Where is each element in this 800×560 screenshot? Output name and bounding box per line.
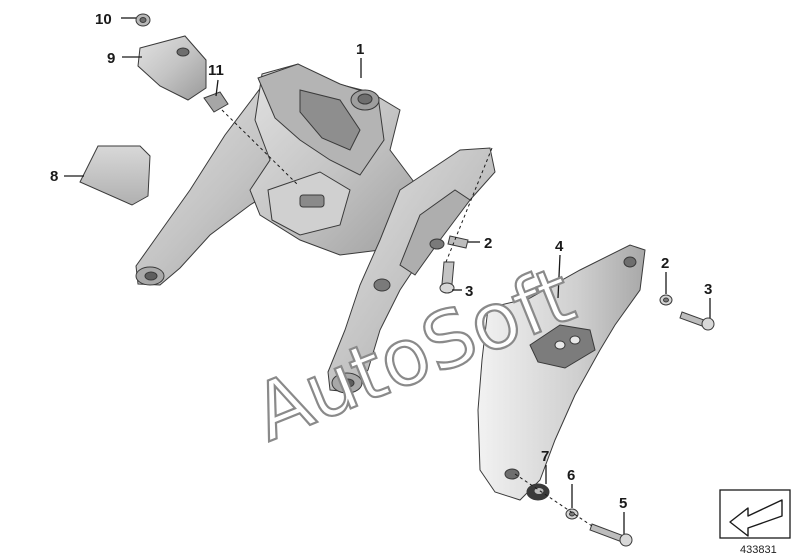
bolt-right-head: [701, 317, 715, 331]
nut-hole: [139, 17, 147, 23]
reference-symbol: 433831: [719, 489, 791, 556]
callout-2-center: 2: [484, 235, 492, 252]
part-4-side-bracket: [477, 244, 646, 501]
callout-6: 6: [567, 467, 575, 484]
reference-number: 433831: [740, 544, 777, 556]
part-10-nut: [135, 13, 151, 27]
part-7-grommet: [526, 483, 550, 501]
callout-1: 1: [356, 41, 364, 58]
frame-arm-hole: [373, 278, 391, 292]
frame-lower-right-lug-hole: [341, 378, 355, 388]
bolt-right-shank: [679, 311, 705, 327]
callout-4: 4: [555, 238, 564, 255]
callout-5: 5: [619, 495, 627, 512]
callout-10: 10: [95, 11, 112, 28]
bolt-lower-head: [619, 533, 633, 547]
side-bracket-lower-hole: [504, 468, 520, 480]
leader-4: [557, 254, 561, 299]
part-3-bolt-right: [679, 311, 715, 331]
clamp-block-body: [137, 35, 207, 101]
frame-top-boss-hole: [357, 93, 373, 105]
part-2-spacer-center: [447, 235, 469, 249]
frame-pivot-hole: [429, 238, 445, 250]
part-6-washer: [565, 508, 579, 520]
callout-3-right: 3: [704, 281, 712, 298]
frame-center-slot: [299, 194, 325, 208]
callout-2-right: 2: [661, 255, 669, 272]
clamp-block-hole: [176, 47, 190, 57]
callout-8: 8: [50, 168, 58, 185]
callout-7: 7: [541, 448, 549, 465]
bolt-center-head: [439, 282, 455, 294]
frame-top-rib: [299, 89, 361, 151]
washer-right-hole: [663, 297, 669, 303]
axis-bolt-to-arm: [445, 147, 493, 263]
bolt-center-shank: [441, 261, 455, 285]
callout-3-center: 3: [465, 283, 473, 300]
callout-9: 9: [107, 50, 115, 67]
callout-11: 11: [208, 62, 224, 79]
leader-11: [215, 79, 219, 97]
part-11-clip-nut: [203, 91, 229, 113]
part-9-clamp-block: [137, 35, 207, 101]
part-8-cover-plate: [79, 145, 151, 206]
part-3-bolt-center: [439, 261, 455, 294]
side-bracket-boss-hole-2: [569, 335, 581, 345]
spacer-center-body: [447, 235, 469, 249]
frame-lower-left-lug-hole: [144, 271, 158, 281]
axis-bracket-lower: [514, 473, 593, 527]
side-bracket-body: [477, 244, 646, 501]
side-bracket-boss-hole-1: [554, 340, 566, 350]
side-bracket-upper-hole: [623, 256, 637, 268]
bolt-lower-shank: [589, 523, 625, 543]
part-1-carrier-frame: [135, 63, 496, 394]
grommet-inner: [533, 487, 545, 495]
part-5-bolt: [589, 523, 633, 547]
part-2-washer-right: [659, 294, 673, 306]
reference-arrow-icon: [729, 499, 783, 537]
